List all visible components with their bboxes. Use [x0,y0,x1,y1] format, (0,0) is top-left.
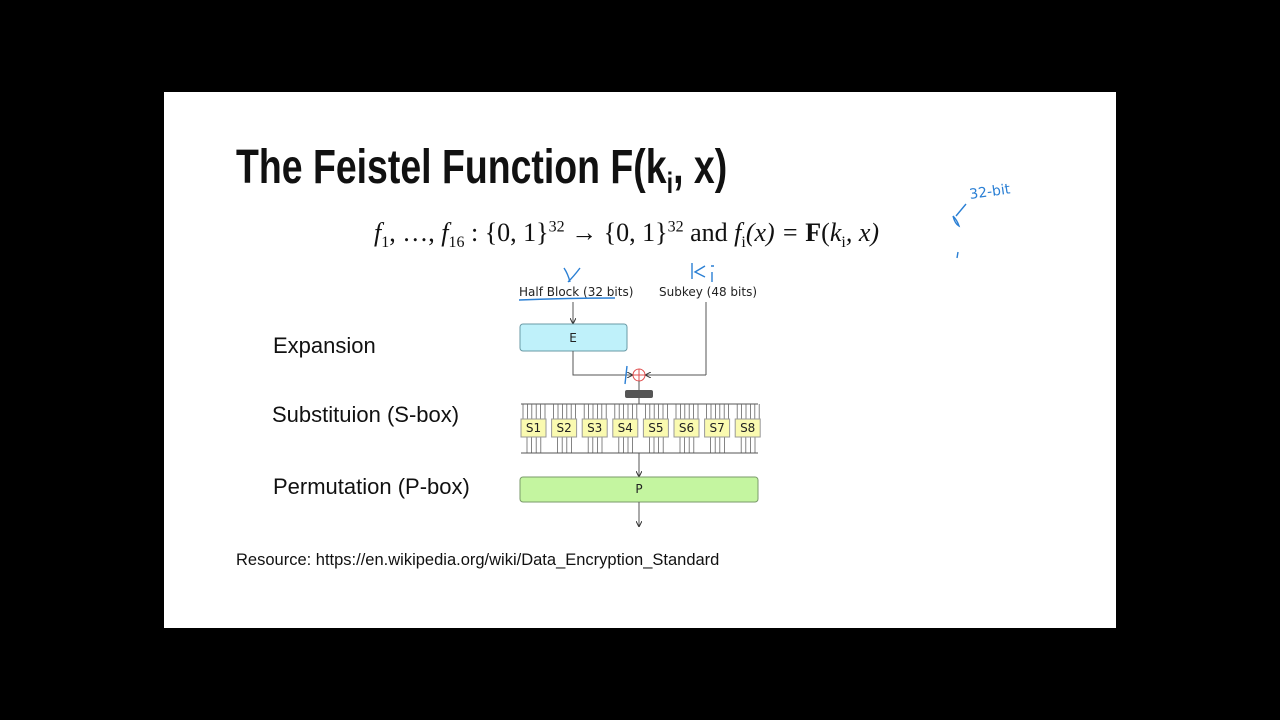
label-substitution: Substituion (S-box) [272,402,460,427]
sbox-1 [520,418,547,438]
sbox-3 [581,418,608,438]
sbox-label: S8 [740,421,755,435]
label-permutation: Permutation (P-box) [273,474,470,499]
annotation-x [563,267,581,283]
permutation-box-label: P [635,482,642,496]
resource-link[interactable]: Resource: https://en.wikipedia.org/wiki/… [236,551,720,569]
annotation-32bit: 32-bit [968,181,1011,203]
sbox-label: S2 [556,421,571,435]
bit-label-pill [625,390,653,398]
sbox-6 [673,418,700,438]
sbox-label: S4 [618,421,633,435]
sbox-label: S1 [526,421,541,435]
handwritten-annotations [518,203,967,385]
sbox-2 [551,418,578,438]
half-block-label: Half Block (32 bits) [519,285,633,299]
slide [164,92,1116,628]
sbox-7 [704,418,731,438]
subkey-label: Subkey (48 bits) [659,285,757,299]
sbox-label: S6 [679,421,694,435]
sbox-label: S5 [648,421,663,435]
sbox-8 [734,418,761,438]
sbox-label: S3 [587,421,602,435]
sbox-label: S7 [709,421,724,435]
sbox-4 [612,418,639,438]
formula: f1, …, f16 : {0, 1}32 → {0, 1}32 and fi(… [374,218,880,252]
expansion-box-label: E [569,331,577,345]
sbox-5 [642,418,669,438]
annotation-32bit-arrow [952,203,967,228]
label-expansion: Expansion [273,333,376,358]
slide-title: The Feistel Function F(ki, x) [236,141,728,200]
